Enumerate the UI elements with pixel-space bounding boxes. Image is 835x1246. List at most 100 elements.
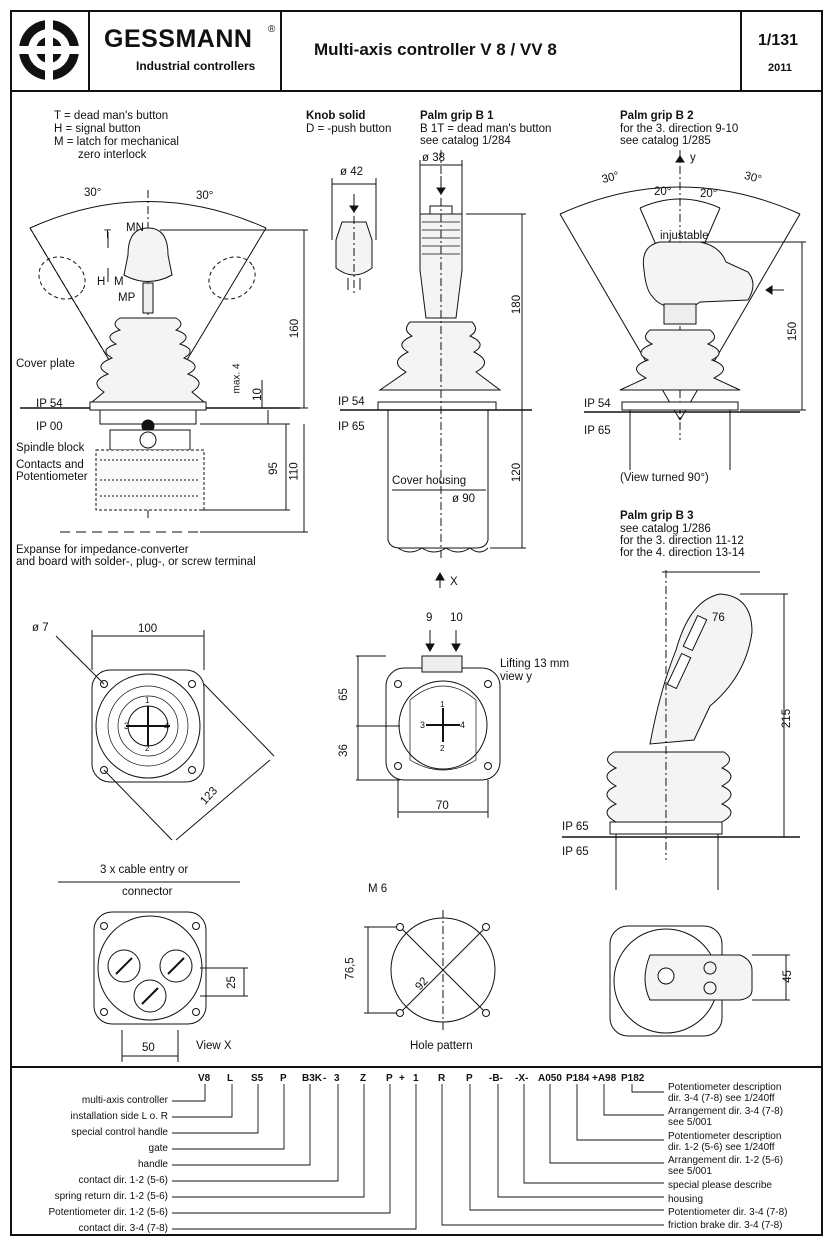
- direction-3: 3: [420, 720, 426, 730]
- order-label: housing: [668, 1194, 704, 1205]
- dim-150: 150: [787, 321, 800, 342]
- view-y-label: view y: [500, 671, 532, 683]
- code-1: 1: [413, 1073, 419, 1084]
- ip00-label: IP 00: [36, 421, 63, 433]
- legend-m-cont: zero interlock: [78, 149, 147, 161]
- gate-view: [356, 630, 501, 818]
- hole-pattern-label: Hole pattern: [410, 1040, 473, 1052]
- dim-180: 180: [511, 294, 524, 315]
- dim-45: 45: [781, 970, 794, 983]
- direction-10: 10: [450, 612, 463, 624]
- dim-25: 25: [225, 976, 238, 989]
- b3-line3: for the 4. direction 13-14: [620, 547, 745, 559]
- b2-ip65: IP 65: [584, 425, 611, 437]
- direction-2: 2: [145, 744, 150, 753]
- page-cell: 1/131 2011: [742, 10, 821, 90]
- palm-grip-b3-drawing: [606, 570, 790, 1037]
- code-p182: P182: [621, 1073, 645, 1084]
- code-v8: V8: [198, 1073, 211, 1084]
- knob-solid-drawing: [331, 178, 377, 295]
- dim-76: 76: [712, 612, 725, 624]
- code-b3k: B3K: [302, 1073, 323, 1084]
- order-label: dir. 1-2 (5-6) see 1/240ff: [668, 1142, 775, 1153]
- code-b: -B-: [489, 1073, 503, 1084]
- direction-1: 1: [145, 696, 150, 705]
- view-x-drawing: [58, 881, 248, 1062]
- order-label: handle: [137, 1159, 168, 1170]
- order-label: special please describe: [668, 1180, 772, 1191]
- direction-3: 3: [124, 721, 130, 731]
- knob-solid-title: Knob solid: [306, 110, 366, 122]
- direction-9: 9: [426, 612, 433, 624]
- legend-m: M = latch for mechanical: [54, 136, 179, 148]
- order-label: gate: [148, 1143, 168, 1154]
- direction-4: 4: [460, 720, 466, 730]
- connector-label: connector: [122, 886, 173, 898]
- b3-line1: see catalog 1/286: [620, 523, 711, 535]
- order-label: multi-axis controller: [81, 1095, 168, 1106]
- main-joystick-drawing: [20, 190, 308, 533]
- dim-215: 215: [781, 708, 794, 729]
- page-title: Multi-axis controller V 8 / VV 8: [314, 40, 557, 59]
- b2-line1: for the 3. direction 9-10: [620, 123, 739, 135]
- legend-h: H = signal button: [54, 123, 141, 135]
- b1-ip65: IP 65: [338, 421, 365, 433]
- b2-line2: see catalog 1/285: [620, 135, 711, 147]
- code-3: 3: [334, 1073, 340, 1084]
- cover-housing-label: Cover housing: [392, 475, 467, 487]
- mounting-lines: [340, 409, 800, 838]
- h-label: H: [97, 276, 106, 288]
- code-plus: +: [399, 1073, 405, 1084]
- b1-line2: see catalog 1/284: [420, 135, 511, 147]
- brand-cell: GESSMANN ® Industrial controllers: [90, 10, 282, 90]
- logo-cell: [10, 10, 90, 90]
- dim-70: 70: [436, 800, 449, 812]
- dim-65: 65: [337, 688, 350, 701]
- sheet-frame: [10, 10, 823, 1236]
- code-r: R: [438, 1073, 446, 1084]
- page-year: 2011: [768, 62, 792, 74]
- knob-solid-sub: D = -push button: [306, 123, 392, 135]
- order-label: Potentiometer description: [668, 1131, 782, 1142]
- dim-36: 36: [337, 744, 350, 757]
- gessmann-logo-icon: [19, 20, 79, 80]
- code-p3: P: [466, 1073, 473, 1084]
- dim-10: 10: [251, 388, 264, 401]
- code-a98: +A98: [592, 1073, 617, 1084]
- angle-label: 20°: [654, 186, 672, 198]
- direction-4: 4: [164, 721, 170, 731]
- order-label: dir. 3-4 (7-8) see 1/240ff: [668, 1093, 775, 1104]
- m-label: M: [114, 276, 124, 288]
- page-number: 1/131: [758, 32, 799, 49]
- mn-label: MN: [126, 222, 144, 234]
- dim-100: 100: [138, 623, 158, 635]
- dim-76-5: 76,5: [344, 957, 357, 980]
- spindle-block-label: Spindle block: [16, 442, 85, 454]
- order-label: see 5/001: [668, 1117, 712, 1128]
- order-label: spring return dir. 1-2 (5-6): [54, 1191, 168, 1202]
- code-dash: -: [323, 1073, 327, 1084]
- title-cell: Multi-axis controller V 8 / VV 8: [282, 10, 742, 90]
- m6-label: M 6: [368, 883, 388, 895]
- direction-2: 2: [440, 744, 445, 753]
- b2-ip54: IP 54: [584, 398, 611, 410]
- order-code-block: [10, 1066, 823, 1236]
- dim-120: 120: [511, 462, 524, 483]
- palm-grip-b2-drawing: [559, 150, 806, 470]
- b1-line1: B 1T = dead man's button: [420, 123, 552, 135]
- lifting-label: Lifting 13 mm: [500, 658, 570, 670]
- order-label: friction brake dir. 3-4 (7-8): [668, 1220, 783, 1231]
- dim-110: 110: [288, 462, 301, 481]
- angle-label: 30°: [84, 187, 102, 199]
- x-direction-label: X: [450, 576, 458, 588]
- mp-label: MP: [118, 292, 136, 304]
- dim-160: 160: [289, 318, 302, 339]
- code-z: Z: [360, 1073, 367, 1084]
- b3-ip65-lower: IP 65: [562, 846, 589, 858]
- t-label: T: [104, 229, 112, 241]
- title-block: GESSMANN ® Industrial controllers Multi-…: [10, 10, 823, 92]
- order-label: Potentiometer description: [668, 1082, 782, 1093]
- dim-42: ø 42: [340, 166, 364, 178]
- b1-ip54: IP 54: [338, 396, 365, 408]
